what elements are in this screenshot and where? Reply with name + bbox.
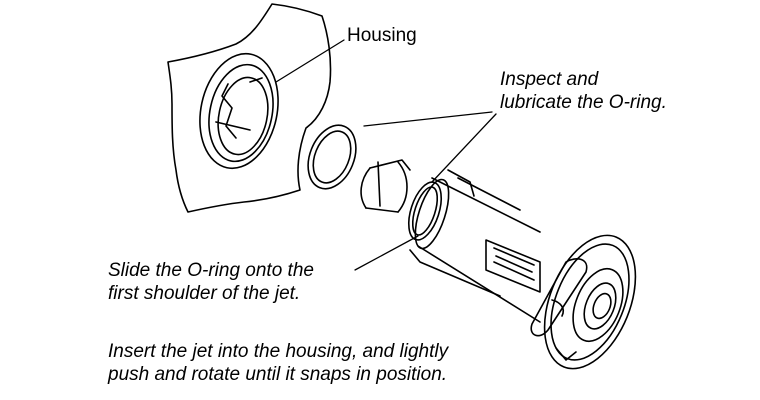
housing-label: Housing bbox=[347, 25, 417, 46]
wall-panel bbox=[167, 3, 332, 213]
inspect-lubricate-caption: Inspect and lubricate the O-ring. bbox=[500, 68, 667, 114]
slide-leader bbox=[354, 235, 419, 271]
caption-line: lubricate the O-ring. bbox=[500, 92, 667, 113]
caption-line: push and rotate until it snaps in positi… bbox=[108, 364, 448, 385]
jet-body bbox=[360, 159, 637, 370]
inspect-leader-b bbox=[431, 113, 497, 183]
housing-leader bbox=[275, 39, 345, 83]
insert-jet-caption: Insert the jet into the housing, and lig… bbox=[108, 340, 448, 386]
o-ring-loose bbox=[307, 124, 357, 190]
housing bbox=[199, 52, 279, 170]
slide-o-ring-caption: Slide the O-ring onto the first shoulder… bbox=[108, 259, 314, 305]
caption-line: Slide the O-ring onto the bbox=[108, 260, 314, 281]
caption-line: first shoulder of the jet. bbox=[108, 283, 301, 304]
caption-line: Insert the jet into the housing, and lig… bbox=[108, 341, 449, 362]
inspect-leader-a bbox=[363, 111, 493, 127]
caption-line: Inspect and bbox=[500, 69, 599, 90]
